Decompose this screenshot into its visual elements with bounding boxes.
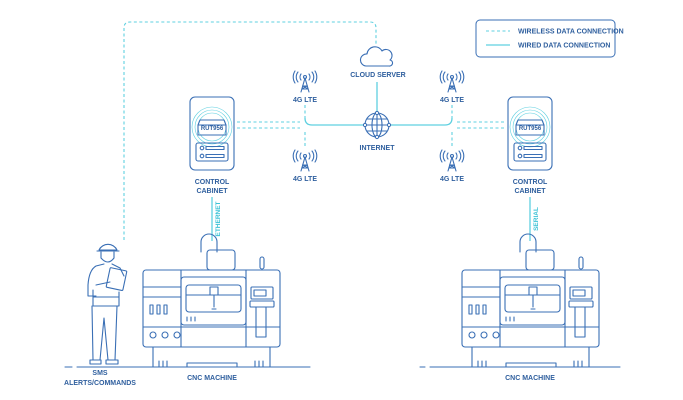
cnc-machine-icon (461, 233, 600, 368)
cnc-machine-right: CNC MACHINE (461, 233, 600, 382)
control-cabinet-right: RUT956 CONTROL CABINET SERIAL (507, 96, 553, 231)
globe-icon (362, 110, 392, 140)
control-cabinet-left: RUT956 CONTROL CABINET ETHERNET (189, 96, 235, 237)
cabinet-label-line1: CONTROL (513, 179, 548, 186)
cabinet-label-line1: CONTROL (195, 179, 230, 186)
cabinet-label-line2: CABINET (196, 188, 228, 195)
lte-label: 4G LTE (440, 97, 464, 104)
lte-tower-left-bottom: 4G LTE (292, 149, 318, 183)
worker-icon (87, 243, 128, 365)
sms-label-line2: ALERTS/COMMANDS (64, 380, 136, 387)
lte-label: 4G LTE (440, 176, 464, 183)
cnc-machine-left: CNC MACHINE (142, 233, 281, 382)
legend-wired-label: WIRED DATA CONNECTION (518, 43, 610, 50)
sms-label-line1: SMS (92, 370, 108, 377)
cnc-machine-icon (142, 233, 281, 368)
router-cabinet-icon (507, 96, 553, 171)
router-cabinet-icon (189, 96, 235, 171)
internet-label: INTERNET (360, 145, 396, 152)
router-model-label: RUT956 (201, 126, 224, 132)
sms-wireless-link (123, 21, 377, 240)
lte-label: 4G LTE (293, 97, 317, 104)
internet-node: INTERNET (360, 110, 396, 152)
legend: WIRELESS DATA CONNECTION WIRED DATA CONN… (475, 19, 624, 58)
cabinet-label-line2: CABINET (514, 188, 546, 195)
serial-label: SERIAL (533, 207, 540, 231)
cell-tower-icon (292, 70, 318, 93)
cell-tower-icon (439, 70, 465, 93)
lte-tower-left-top: 4G LTE (292, 70, 318, 104)
lte-tower-right-bottom: 4G LTE (439, 149, 465, 183)
worker: SMS ALERTS/COMMANDS (64, 243, 136, 387)
lte-label: 4G LTE (293, 176, 317, 183)
cloud-server-label: CLOUD SERVER (350, 72, 406, 79)
cnc-machine-label: CNC MACHINE (505, 375, 555, 382)
cell-tower-icon (292, 149, 318, 172)
right-wireless-links (451, 105, 505, 148)
router-model-label: RUT956 (519, 126, 542, 132)
connections (123, 21, 531, 241)
ethernet-label: ETHERNET (215, 201, 222, 236)
left-wireless-links (237, 105, 306, 148)
cloud-server: CLOUD SERVER (350, 46, 406, 79)
cloud-icon (359, 46, 394, 67)
cell-tower-icon (439, 149, 465, 172)
legend-wireless-label: WIRELESS DATA CONNECTION (518, 29, 624, 36)
cnc-machine-label: CNC MACHINE (187, 375, 237, 382)
lte-tower-right-top: 4G LTE (439, 70, 465, 104)
